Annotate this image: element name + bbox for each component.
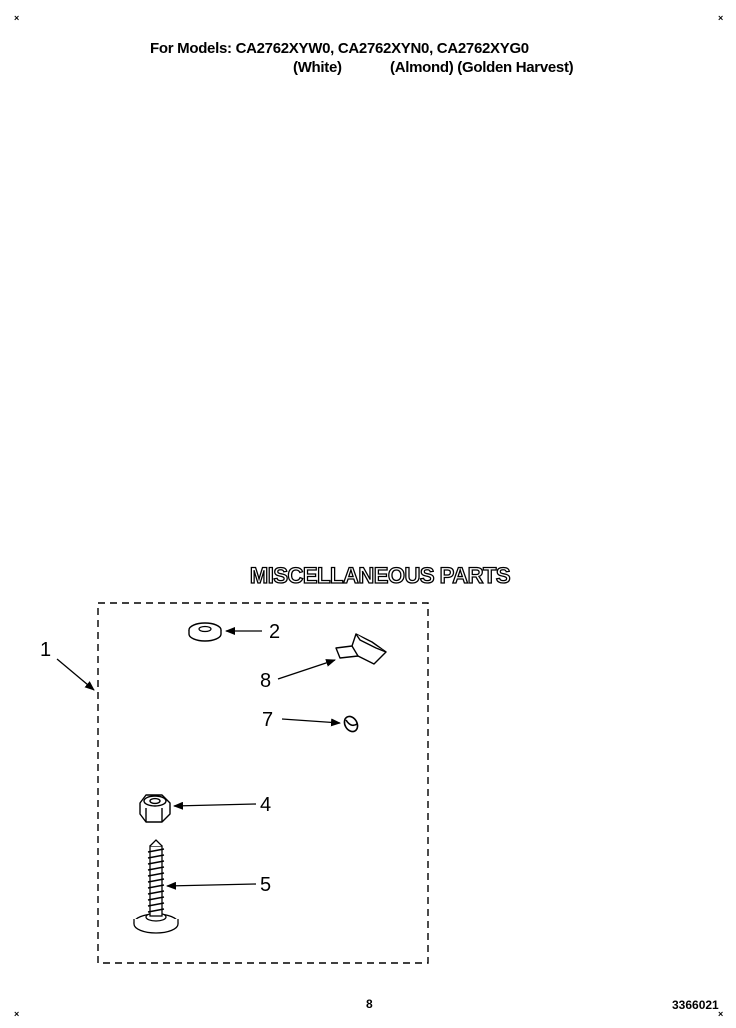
page-number: 8	[366, 997, 373, 1011]
leader-1	[56, 658, 95, 691]
callout-2: 2	[269, 621, 280, 643]
document-number: 3366021	[672, 998, 719, 1012]
corner-mark-bottom-left: ×	[14, 1009, 20, 1019]
bolt-part	[133, 839, 179, 934]
clip-ring-part	[343, 715, 359, 733]
leader-8	[277, 659, 336, 680]
callout-8: 8	[260, 670, 271, 692]
bracket-part	[335, 633, 387, 665]
leader-5	[166, 881, 257, 890]
color-white-label: (White)	[293, 59, 342, 76]
callout-4: 4	[260, 794, 271, 816]
callout-1: 1	[40, 639, 51, 661]
leader-7	[281, 718, 341, 727]
hex-nut-part	[139, 794, 171, 823]
callout-5: 5	[260, 874, 271, 896]
models-line: For Models: CA2762XYW0, CA2762XYN0, CA27…	[150, 40, 529, 57]
color-others-label: (Almond) (Golden Harvest)	[390, 59, 574, 76]
kit-outline	[97, 602, 429, 964]
corner-mark-top-left: ×	[14, 13, 20, 23]
washer-part	[188, 622, 222, 642]
corner-mark-bottom-right: ×	[718, 1009, 724, 1019]
leader-4	[173, 801, 257, 810]
callout-7: 7	[262, 709, 273, 731]
section-title: MISCELLANEOUS PARTS	[249, 562, 511, 588]
corner-mark-top-right: ×	[718, 13, 724, 23]
